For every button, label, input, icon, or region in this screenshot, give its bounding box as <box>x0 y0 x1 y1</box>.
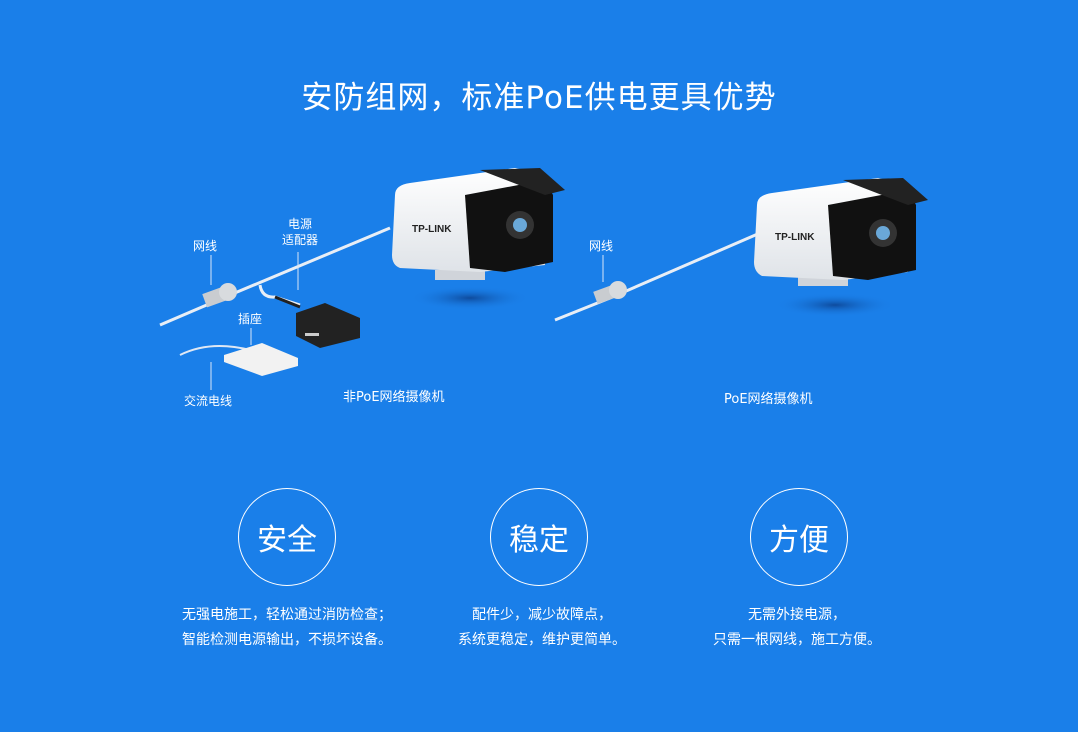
power-adapter-icon <box>296 303 360 348</box>
feature-desc-safety: 无强电施工，轻松通过消防检查； 智能检测电源输出，不损坏设备。 <box>137 603 437 653</box>
label-ac-cord: 交流电线 <box>184 394 233 408</box>
desc-line: 系统更稳定，维护更简单。 <box>458 632 626 648</box>
page-title: 安防组网，标准PoE供电更具优势 <box>301 80 777 116</box>
svg-text:TP-LINK: TP-LINK <box>775 232 815 243</box>
feature-desc-stability: 配件少，减少故障点， 系统更稳定，维护更简单。 <box>392 603 692 653</box>
camera-right-icon: TP-LINK <box>754 178 928 317</box>
feature-circle-convenience: 方便 <box>750 488 848 586</box>
network-cable-right <box>554 231 761 322</box>
brand-logo: TP-LINK <box>412 224 452 235</box>
caption-non-poe-camera: 非PoE网络摄像机 <box>343 390 445 405</box>
feature-circle-stability: 稳定 <box>490 488 588 586</box>
label-socket: 插座 <box>238 312 263 326</box>
camera-left-icon: TP-LINK <box>392 168 565 310</box>
desc-line: 无强电施工，轻松通过消防检查； <box>182 607 392 623</box>
power-socket-icon <box>224 343 298 376</box>
label-adapter-line1: 电源 <box>287 217 312 231</box>
desc-line: 智能检测电源输出，不损坏设备。 <box>182 632 392 648</box>
feature-circle-safety: 安全 <box>238 488 336 586</box>
feature-desc-convenience: 无需外接电源， 只需一根网线，施工方便。 <box>647 603 947 653</box>
caption-poe-camera: PoE网络摄像机 <box>724 392 813 407</box>
label-cable-right: 网线 <box>589 239 614 253</box>
label-cable: 网线 <box>193 239 218 253</box>
label-adapter-line2: 适配器 <box>281 233 318 247</box>
diagram-illustration: TP-LINK TP-LINK <box>159 168 928 390</box>
desc-line: 无需外接电源， <box>748 607 846 623</box>
rj45-connector-icon <box>593 281 627 305</box>
desc-line: 只需一根网线，施工方便。 <box>713 632 881 648</box>
desc-line: 配件少，减少故障点， <box>472 607 612 623</box>
label-adapter: 电源适配器 <box>280 216 320 248</box>
rj45-connector-icon <box>202 283 237 308</box>
